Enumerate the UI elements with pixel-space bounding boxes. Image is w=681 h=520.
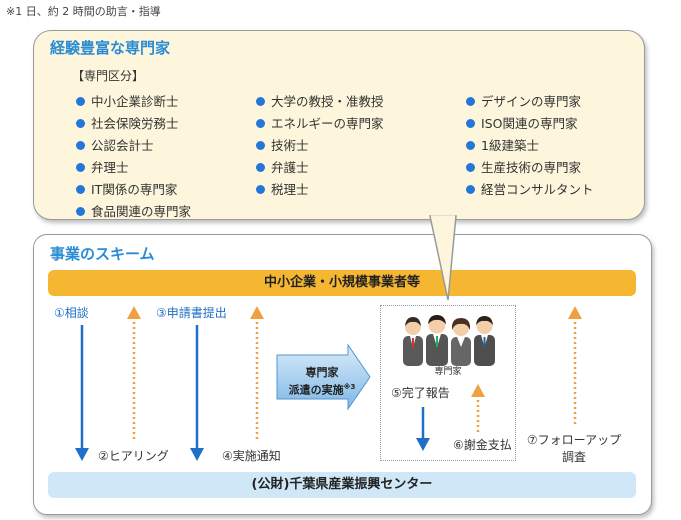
expert-item: 1級建築士 bbox=[466, 135, 594, 157]
experts-column-2: 大学の教授・准教授 エネルギーの専門家 技術士 弁護士 税理士 bbox=[256, 91, 384, 201]
expert-item: 弁理士 bbox=[76, 157, 191, 179]
step-followup: ⑦フォローアップ 調査 bbox=[524, 431, 624, 465]
center-bar: (公財)千葉県産業振興センター bbox=[48, 472, 636, 498]
expert-item: 経営コンサルタント bbox=[466, 179, 594, 201]
expert-item: 食品関連の専門家 bbox=[76, 201, 191, 223]
expert-group: 専門家 ⑤完了報告 ⑥謝金支払 bbox=[380, 305, 516, 461]
step-notice: ④実施通知 bbox=[222, 449, 281, 463]
expert-item: 生産技術の専門家 bbox=[466, 157, 594, 179]
experts-column-1: 中小企業診断士 社会保険労務士 公認会計士 弁理士 IT関係の専門家 食品関連の… bbox=[76, 91, 191, 223]
experts-title: 経験豊富な専門家 bbox=[50, 39, 171, 57]
arrow-payment-up bbox=[471, 384, 485, 435]
sme-bar: 中小企業・小規模事業者等 bbox=[48, 270, 636, 296]
experts-illustration bbox=[403, 315, 495, 366]
expert-item: 社会保険労務士 bbox=[76, 113, 191, 135]
arrow-notice-up bbox=[250, 306, 264, 441]
arrow-application-down bbox=[190, 325, 204, 461]
expert-item: エネルギーの専門家 bbox=[256, 113, 384, 135]
dispatch-arrow bbox=[276, 343, 371, 411]
expert-item: デザインの専門家 bbox=[466, 91, 594, 113]
expert-person-icon bbox=[403, 317, 423, 366]
flow-arrows bbox=[75, 306, 582, 461]
expert-item: IT関係の専門家 bbox=[76, 179, 191, 201]
expert-item: ISO関連の専門家 bbox=[466, 113, 594, 135]
expert-item: 公認会計士 bbox=[76, 135, 191, 157]
arrow-consult-down bbox=[75, 325, 89, 461]
step-followup-line2: 調査 bbox=[561, 450, 586, 464]
step-application: ③申請書提出 bbox=[156, 306, 227, 320]
expert-item: 弁護士 bbox=[256, 157, 384, 179]
experts-column-3: デザインの専門家 ISO関連の専門家 1級建築士 生産技術の専門家 経営コンサル… bbox=[466, 91, 594, 201]
expert-item: 税理士 bbox=[256, 179, 384, 201]
expert-person-icon bbox=[426, 315, 448, 366]
expert-person-icon bbox=[451, 318, 471, 366]
step-followup-line1: ⑦フォローアップ bbox=[526, 433, 622, 447]
scheme-title: 事業のスキーム bbox=[50, 245, 155, 263]
step-report: ⑤完了報告 bbox=[391, 386, 450, 400]
footnote: ※1 日、約 2 時間の助言・指導 bbox=[6, 5, 161, 18]
experts-bubble: 経験豊富な専門家 【専門区分】 中小企業診断士 社会保険労務士 公認会計士 弁理… bbox=[33, 30, 645, 220]
dispatch-line2: 派遣の実施 bbox=[288, 383, 344, 397]
expert-item: 技術士 bbox=[256, 135, 384, 157]
step-consult: ①相談 bbox=[54, 306, 89, 320]
category-label: 【専門区分】 bbox=[72, 69, 145, 83]
dispatch-line1: 専門家 bbox=[305, 366, 339, 379]
arrow-hearing-up bbox=[127, 306, 141, 441]
arrow-report-down bbox=[416, 407, 430, 451]
step-hearing: ②ヒアリング bbox=[98, 449, 169, 463]
scheme-panel: 事業のスキーム 中小企業・小規模事業者等 (公財)千葉県産業振興センター bbox=[33, 234, 652, 515]
expert-item: 大学の教授・准教授 bbox=[256, 91, 384, 113]
expert-caption: 専門家 bbox=[434, 367, 462, 377]
dispatch-note: ※3 bbox=[343, 383, 356, 391]
bubble-tail bbox=[429, 215, 457, 301]
arrow-followup-up bbox=[568, 306, 582, 425]
step-payment: ⑥謝金支払 bbox=[453, 438, 512, 452]
expert-item: 中小企業診断士 bbox=[76, 91, 191, 113]
expert-person-icon bbox=[474, 316, 495, 366]
dispatch-label: 専門家 派遣の実施※3 bbox=[282, 365, 362, 398]
